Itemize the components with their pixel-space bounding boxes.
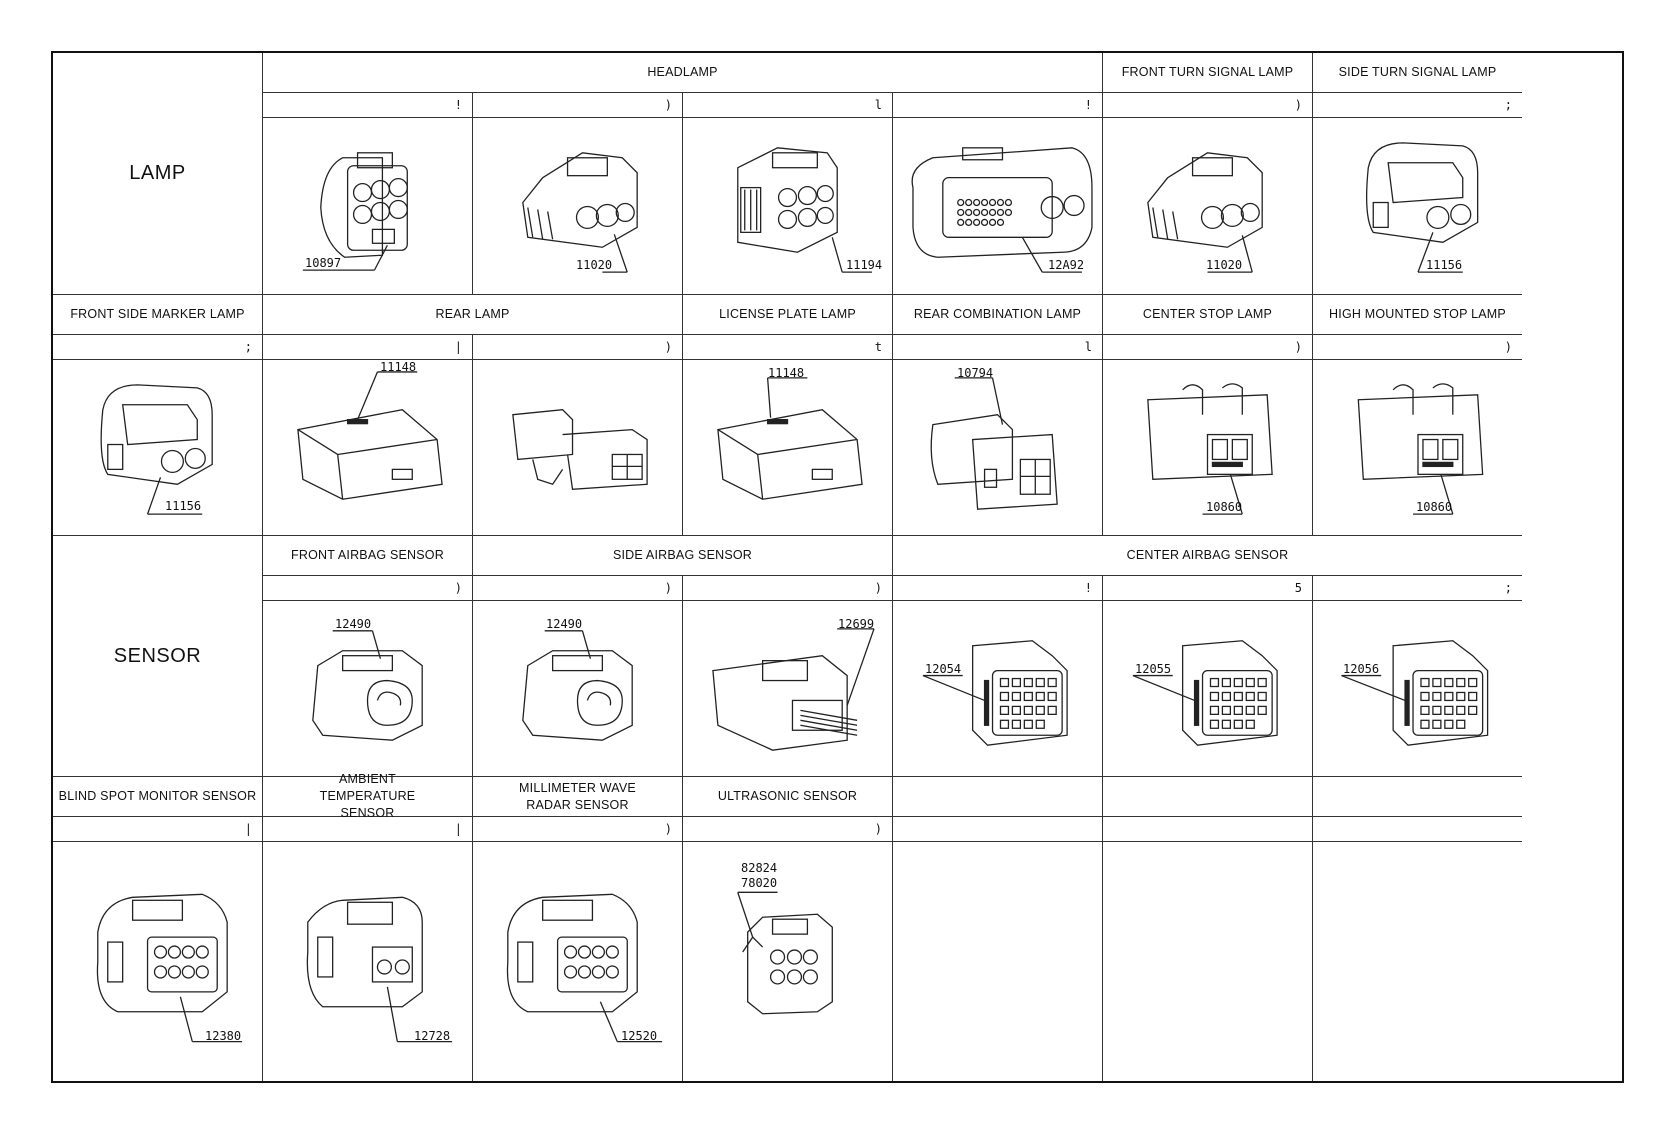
- connector-image-11020b: 11020: [1103, 118, 1313, 295]
- code-cell: l: [893, 335, 1103, 360]
- connector-image-12728: 12728: [263, 842, 473, 1081]
- part-number: 11156: [1426, 258, 1463, 272]
- header-ambient-temperature-sensor: AMBIENT TEMPERATURE SENSOR: [263, 772, 473, 820]
- code-cell: ): [1313, 335, 1522, 360]
- connector-drawing: [302, 152, 408, 271]
- header-front-side-marker-lamp: FRONT SIDE MARKER LAMP: [53, 295, 263, 335]
- code-cell: ): [683, 576, 893, 601]
- connector-image-12056: 12056: [1313, 601, 1522, 777]
- connector-image-11156b: 11156: [53, 360, 263, 536]
- empty-cell: [893, 817, 1103, 842]
- header-headlamp: HEADLAMP: [263, 53, 1103, 93]
- code-cell: t: [683, 335, 893, 360]
- part-number: 11194: [846, 258, 883, 272]
- part-number: 12056: [1343, 662, 1380, 676]
- connector-image-10860: 10860: [1103, 360, 1313, 536]
- code-cell: ): [1103, 93, 1313, 118]
- code-cell: ): [473, 576, 683, 601]
- empty-cell: [1103, 817, 1313, 842]
- code-cell: |: [263, 335, 473, 360]
- connector-image-12055: 12055: [1103, 601, 1313, 777]
- code-cell: !: [263, 93, 473, 118]
- header-front-turn-signal-lamp: FRONT TURN SIGNAL LAMP: [1103, 53, 1313, 93]
- header-rear-combination-lamp: REAR COMBINATION LAMP: [893, 295, 1103, 335]
- part-number: 78020: [741, 876, 778, 890]
- connector-image-10897: 10897: [263, 118, 473, 295]
- code-cell: ;: [1313, 576, 1522, 601]
- connector-image-11148b: 11148: [683, 360, 893, 536]
- connector-chart: LAMP HEADLAMP FRONT TURN SIGNAL LAMP SID…: [51, 51, 1624, 1083]
- empty-cell: [1313, 777, 1522, 817]
- part-number: 10860: [1206, 500, 1243, 514]
- part-number: 11020: [1206, 258, 1243, 272]
- part-number: 12490: [335, 617, 372, 631]
- connector-image-12054: 12054: [893, 601, 1103, 777]
- part-number: 12055: [1135, 662, 1172, 676]
- code-cell: ;: [1313, 93, 1522, 118]
- category-sensor: SENSOR: [53, 536, 263, 777]
- empty-cell: [893, 842, 1103, 1081]
- header-license-plate-lamp: LICENSE PLATE LAMP: [683, 295, 893, 335]
- empty-cell: [1313, 842, 1522, 1081]
- connector-image-10794: 10794: [893, 360, 1103, 536]
- category-lamp: LAMP: [53, 53, 263, 295]
- header-high-mounted-stop-lamp: HIGH MOUNTED STOP LAMP: [1313, 295, 1522, 335]
- part-number: 11020: [576, 258, 613, 272]
- part-number: 12520: [621, 1029, 658, 1043]
- empty-cell: [893, 777, 1103, 817]
- part-number: 10794: [957, 366, 994, 380]
- code-cell: |: [53, 817, 263, 842]
- code-cell: ): [683, 817, 893, 842]
- header-ultrasonic-sensor: ULTRASONIC SENSOR: [683, 777, 893, 817]
- part-number: 12054: [925, 662, 962, 676]
- connector-image-11156: 11156: [1313, 118, 1522, 295]
- code-cell: ): [473, 817, 683, 842]
- header-front-airbag-sensor: FRONT AIRBAG SENSOR: [263, 536, 473, 576]
- part-number: 10897: [305, 256, 342, 270]
- part-number: 12490: [546, 617, 583, 631]
- code-cell: ): [473, 335, 683, 360]
- code-cell: ;: [53, 335, 263, 360]
- part-number: 11156: [165, 499, 202, 513]
- connector-image-12490b: 12490: [473, 601, 683, 777]
- part-number: 82824: [741, 861, 778, 875]
- header-side-turn-signal-lamp: SIDE TURN SIGNAL LAMP: [1313, 53, 1522, 93]
- code-cell: ): [473, 93, 683, 118]
- connector-image-12520: 12520: [473, 842, 683, 1081]
- code-cell: !: [893, 93, 1103, 118]
- part-number: 11148: [768, 366, 805, 380]
- header-millimeter-wave-radar-sensor: MILLIMETER WAVE RADAR SENSOR: [473, 777, 683, 817]
- connector-image-11020: 11020: [473, 118, 683, 295]
- connector-image-10860b: 10860: [1313, 360, 1522, 536]
- code-cell: |: [263, 817, 473, 842]
- connector-image-12A92: 12A92: [893, 118, 1103, 295]
- connector-image-12699: 12699: [683, 601, 893, 777]
- part-number: 11148: [380, 360, 417, 374]
- code-cell: l: [683, 93, 893, 118]
- code-cell: ): [1103, 335, 1313, 360]
- connector-image-12490: 12490: [263, 601, 473, 777]
- part-number: 12A92: [1048, 258, 1085, 272]
- header-rear-lamp: REAR LAMP: [263, 295, 683, 335]
- empty-cell: [1103, 842, 1313, 1081]
- connector-image-11148: 11148: [263, 360, 473, 536]
- code-cell: 5: [1103, 576, 1313, 601]
- connector-image-11194: 11194: [683, 118, 893, 295]
- empty-cell: [1103, 777, 1313, 817]
- header-side-airbag-sensor: SIDE AIRBAG SENSOR: [473, 536, 893, 576]
- header-blind-spot-monitor-sensor: BLIND SPOT MONITOR SENSOR: [53, 777, 263, 817]
- part-number: 12728: [414, 1029, 451, 1043]
- part-number: 12699: [838, 617, 875, 631]
- connector-image-82824: 82824 78020: [683, 842, 893, 1081]
- header-center-stop-lamp: CENTER STOP LAMP: [1103, 295, 1313, 335]
- connector-image-12380: 12380: [53, 842, 263, 1081]
- header-center-airbag-sensor: CENTER AIRBAG SENSOR: [893, 536, 1522, 576]
- part-number: 12380: [205, 1029, 242, 1043]
- connector-image-plug: [473, 360, 683, 536]
- part-number: 10860: [1416, 500, 1453, 514]
- code-cell: !: [893, 576, 1103, 601]
- code-cell: ): [263, 576, 473, 601]
- empty-cell: [1313, 817, 1522, 842]
